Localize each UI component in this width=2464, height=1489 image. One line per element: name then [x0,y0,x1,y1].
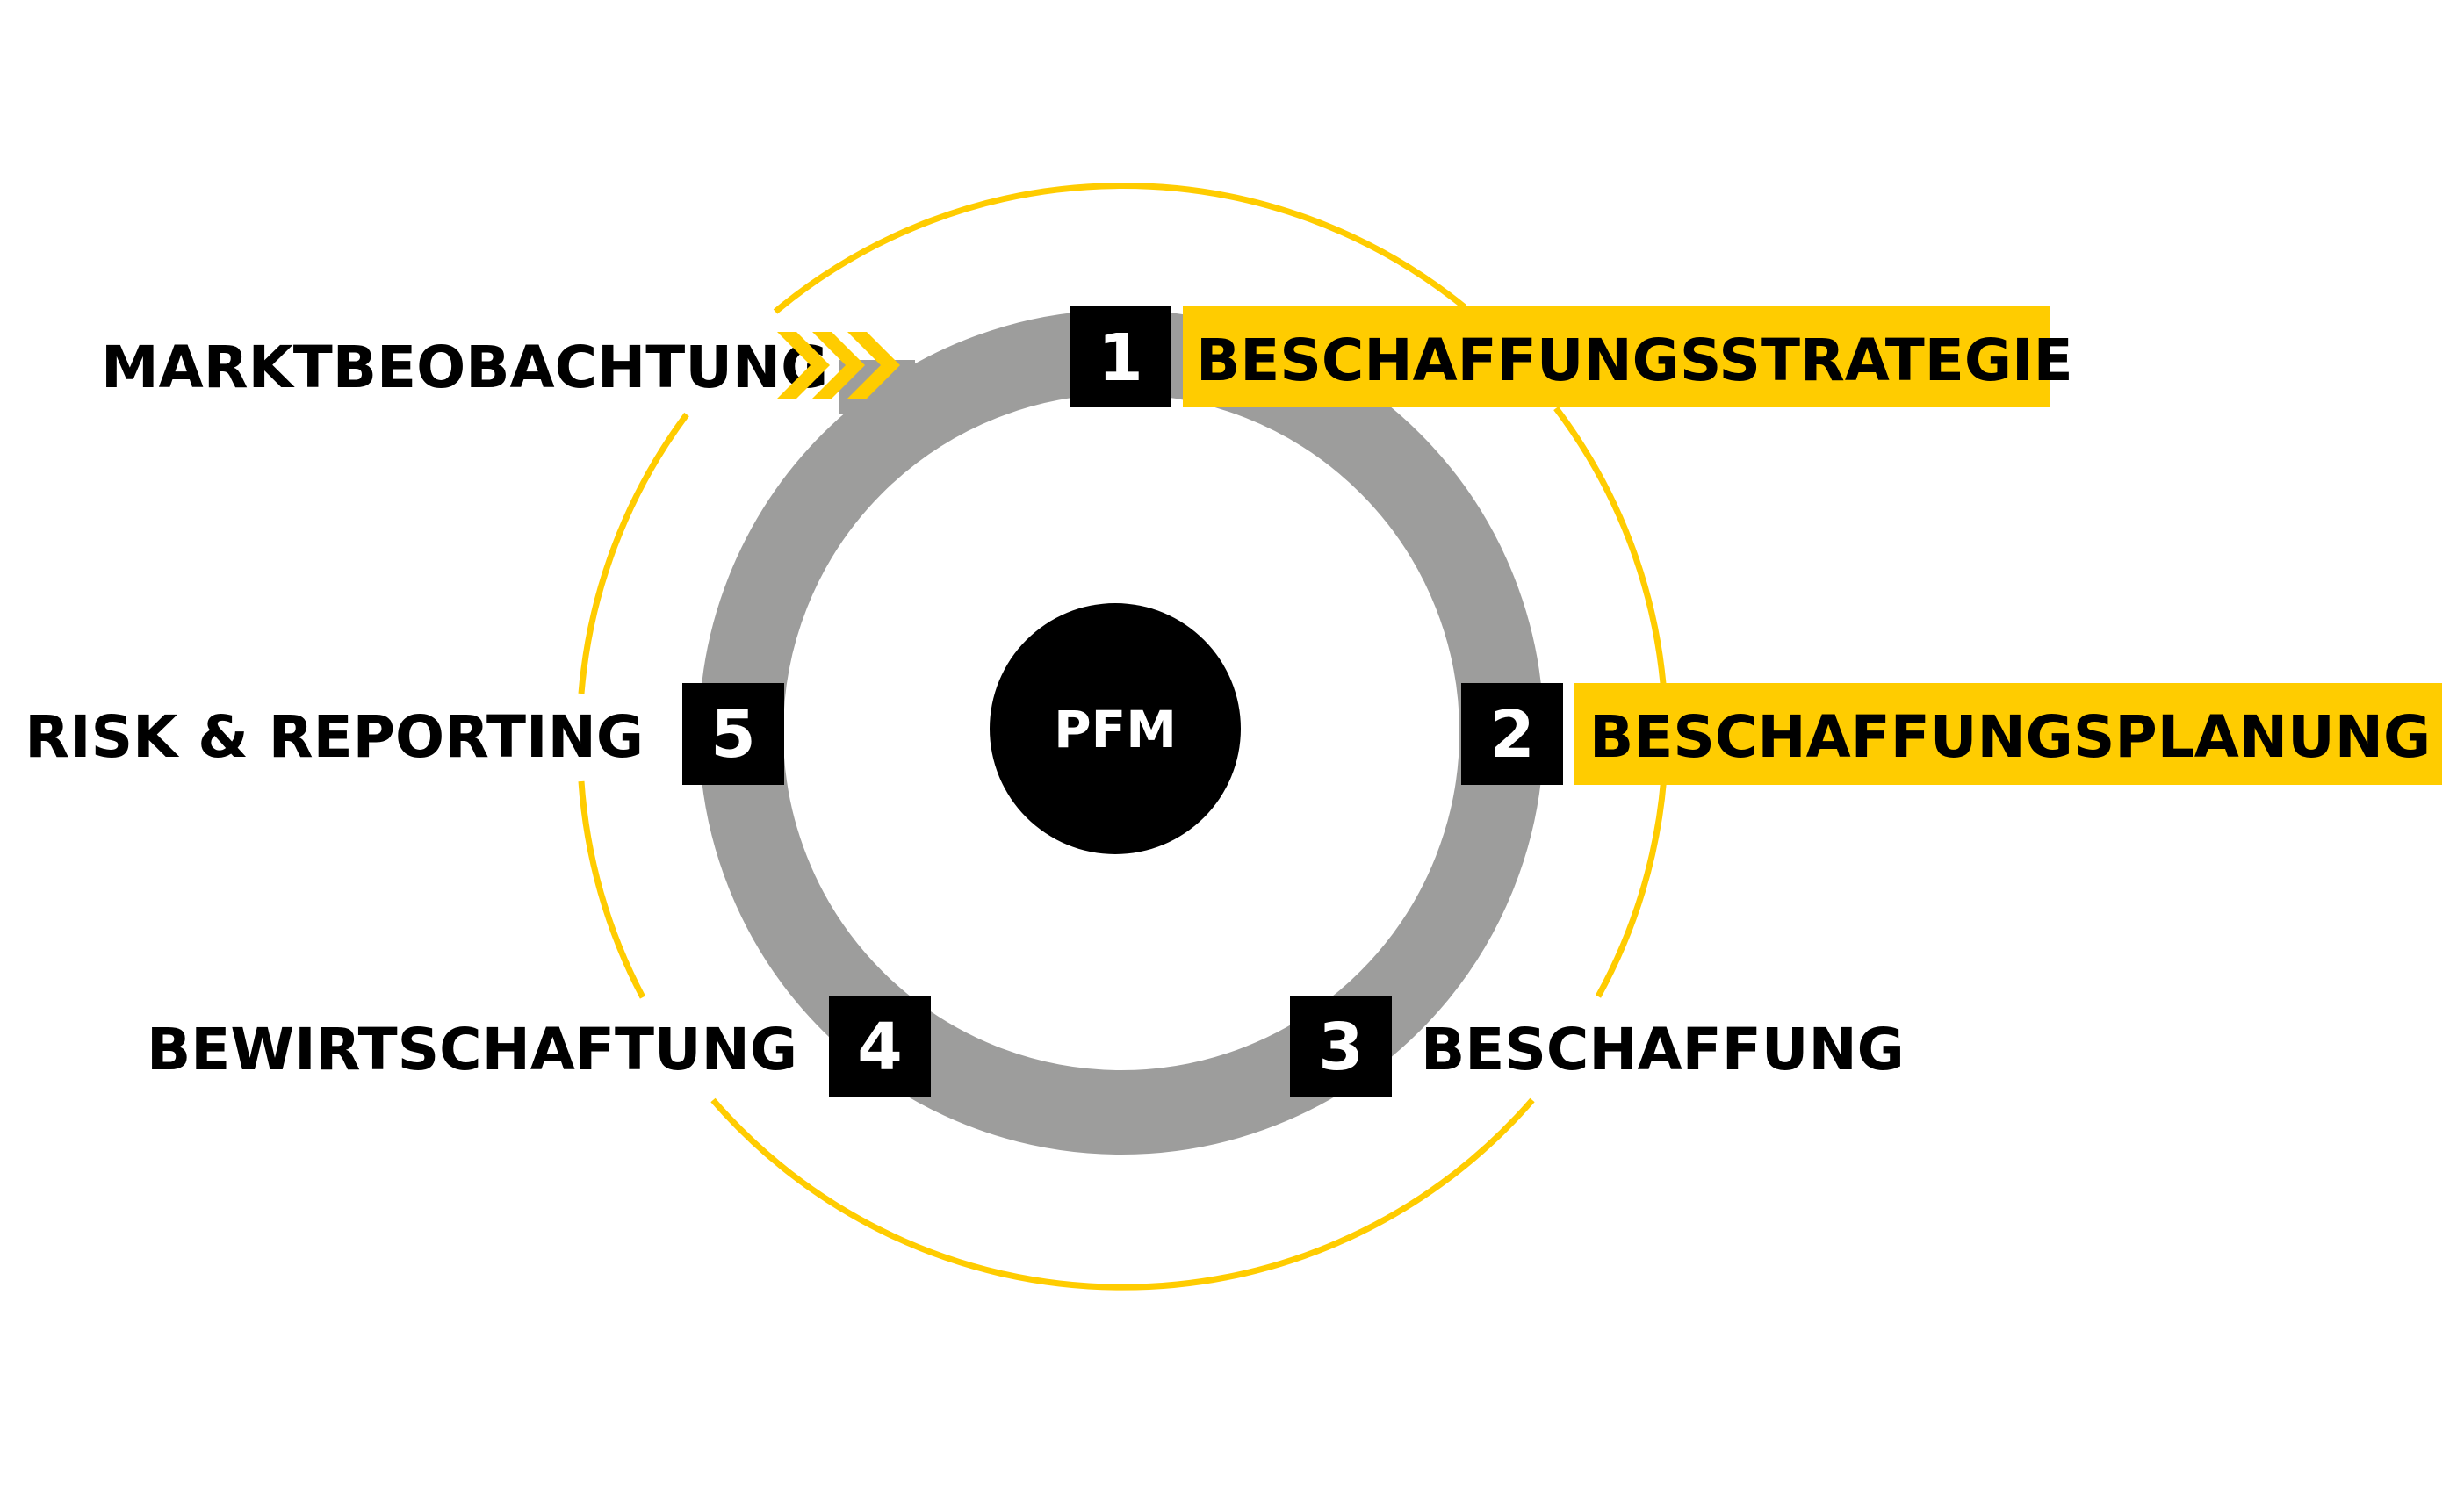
step-4-number: 4 [857,1010,903,1085]
step-1-number: 1 [1098,320,1143,396]
step-1-number-box [1070,306,1171,407]
step-3-number-box [1290,996,1392,1097]
step-4-label: BEWIRTSCHAFTUNG [147,1016,797,1083]
outer-ring-segment-bottom [710,1097,1535,1291]
external-label: MARKTBEOBACHTUNG [101,334,828,401]
outer-ring-segment-left-lower [578,780,646,999]
external-input: MARKTBEOBACHTUNG [101,332,900,401]
step-5-label: RISK & REPORTING [25,703,644,771]
step-5-number: 5 [710,697,756,773]
step-2-label: BESCHAFFUNGSPLANUNG [1589,703,2431,771]
step-3-number: 3 [1318,1010,1364,1085]
center-label: PFM [1054,700,1177,759]
step-2: 2 BESCHAFFUNGSPLANUNG [1461,683,2442,785]
step-3-label: BESCHAFFUNG [1421,1016,1905,1083]
triple-chevron-right-icon [777,332,900,399]
step-2-number-box [1461,683,1563,785]
center-node: PFM [990,603,1241,854]
step-1-label: BESCHAFFUNGSSTRATEGIE [1196,327,2073,394]
step-5-number-box [682,683,784,785]
step-5: 5 RISK & REPORTING [25,683,784,785]
outer-ring-segment-left-upper [578,412,689,694]
step-4: 4 BEWIRTSCHAFTUNG [147,996,931,1097]
step-2-number: 2 [1489,697,1535,773]
center-circle [990,603,1241,854]
step-1-highlight-bar [1183,306,2050,407]
step-4-number-box [829,996,931,1097]
outer-ring-segment-top [773,183,1467,314]
step-3: 3 BESCHAFFUNG [1290,996,1905,1097]
outer-ring [578,183,1669,1291]
step-1: 1 BESCHAFFUNGSSTRATEGIE [1070,306,2073,407]
step-2-highlight-bar [1574,683,2442,785]
